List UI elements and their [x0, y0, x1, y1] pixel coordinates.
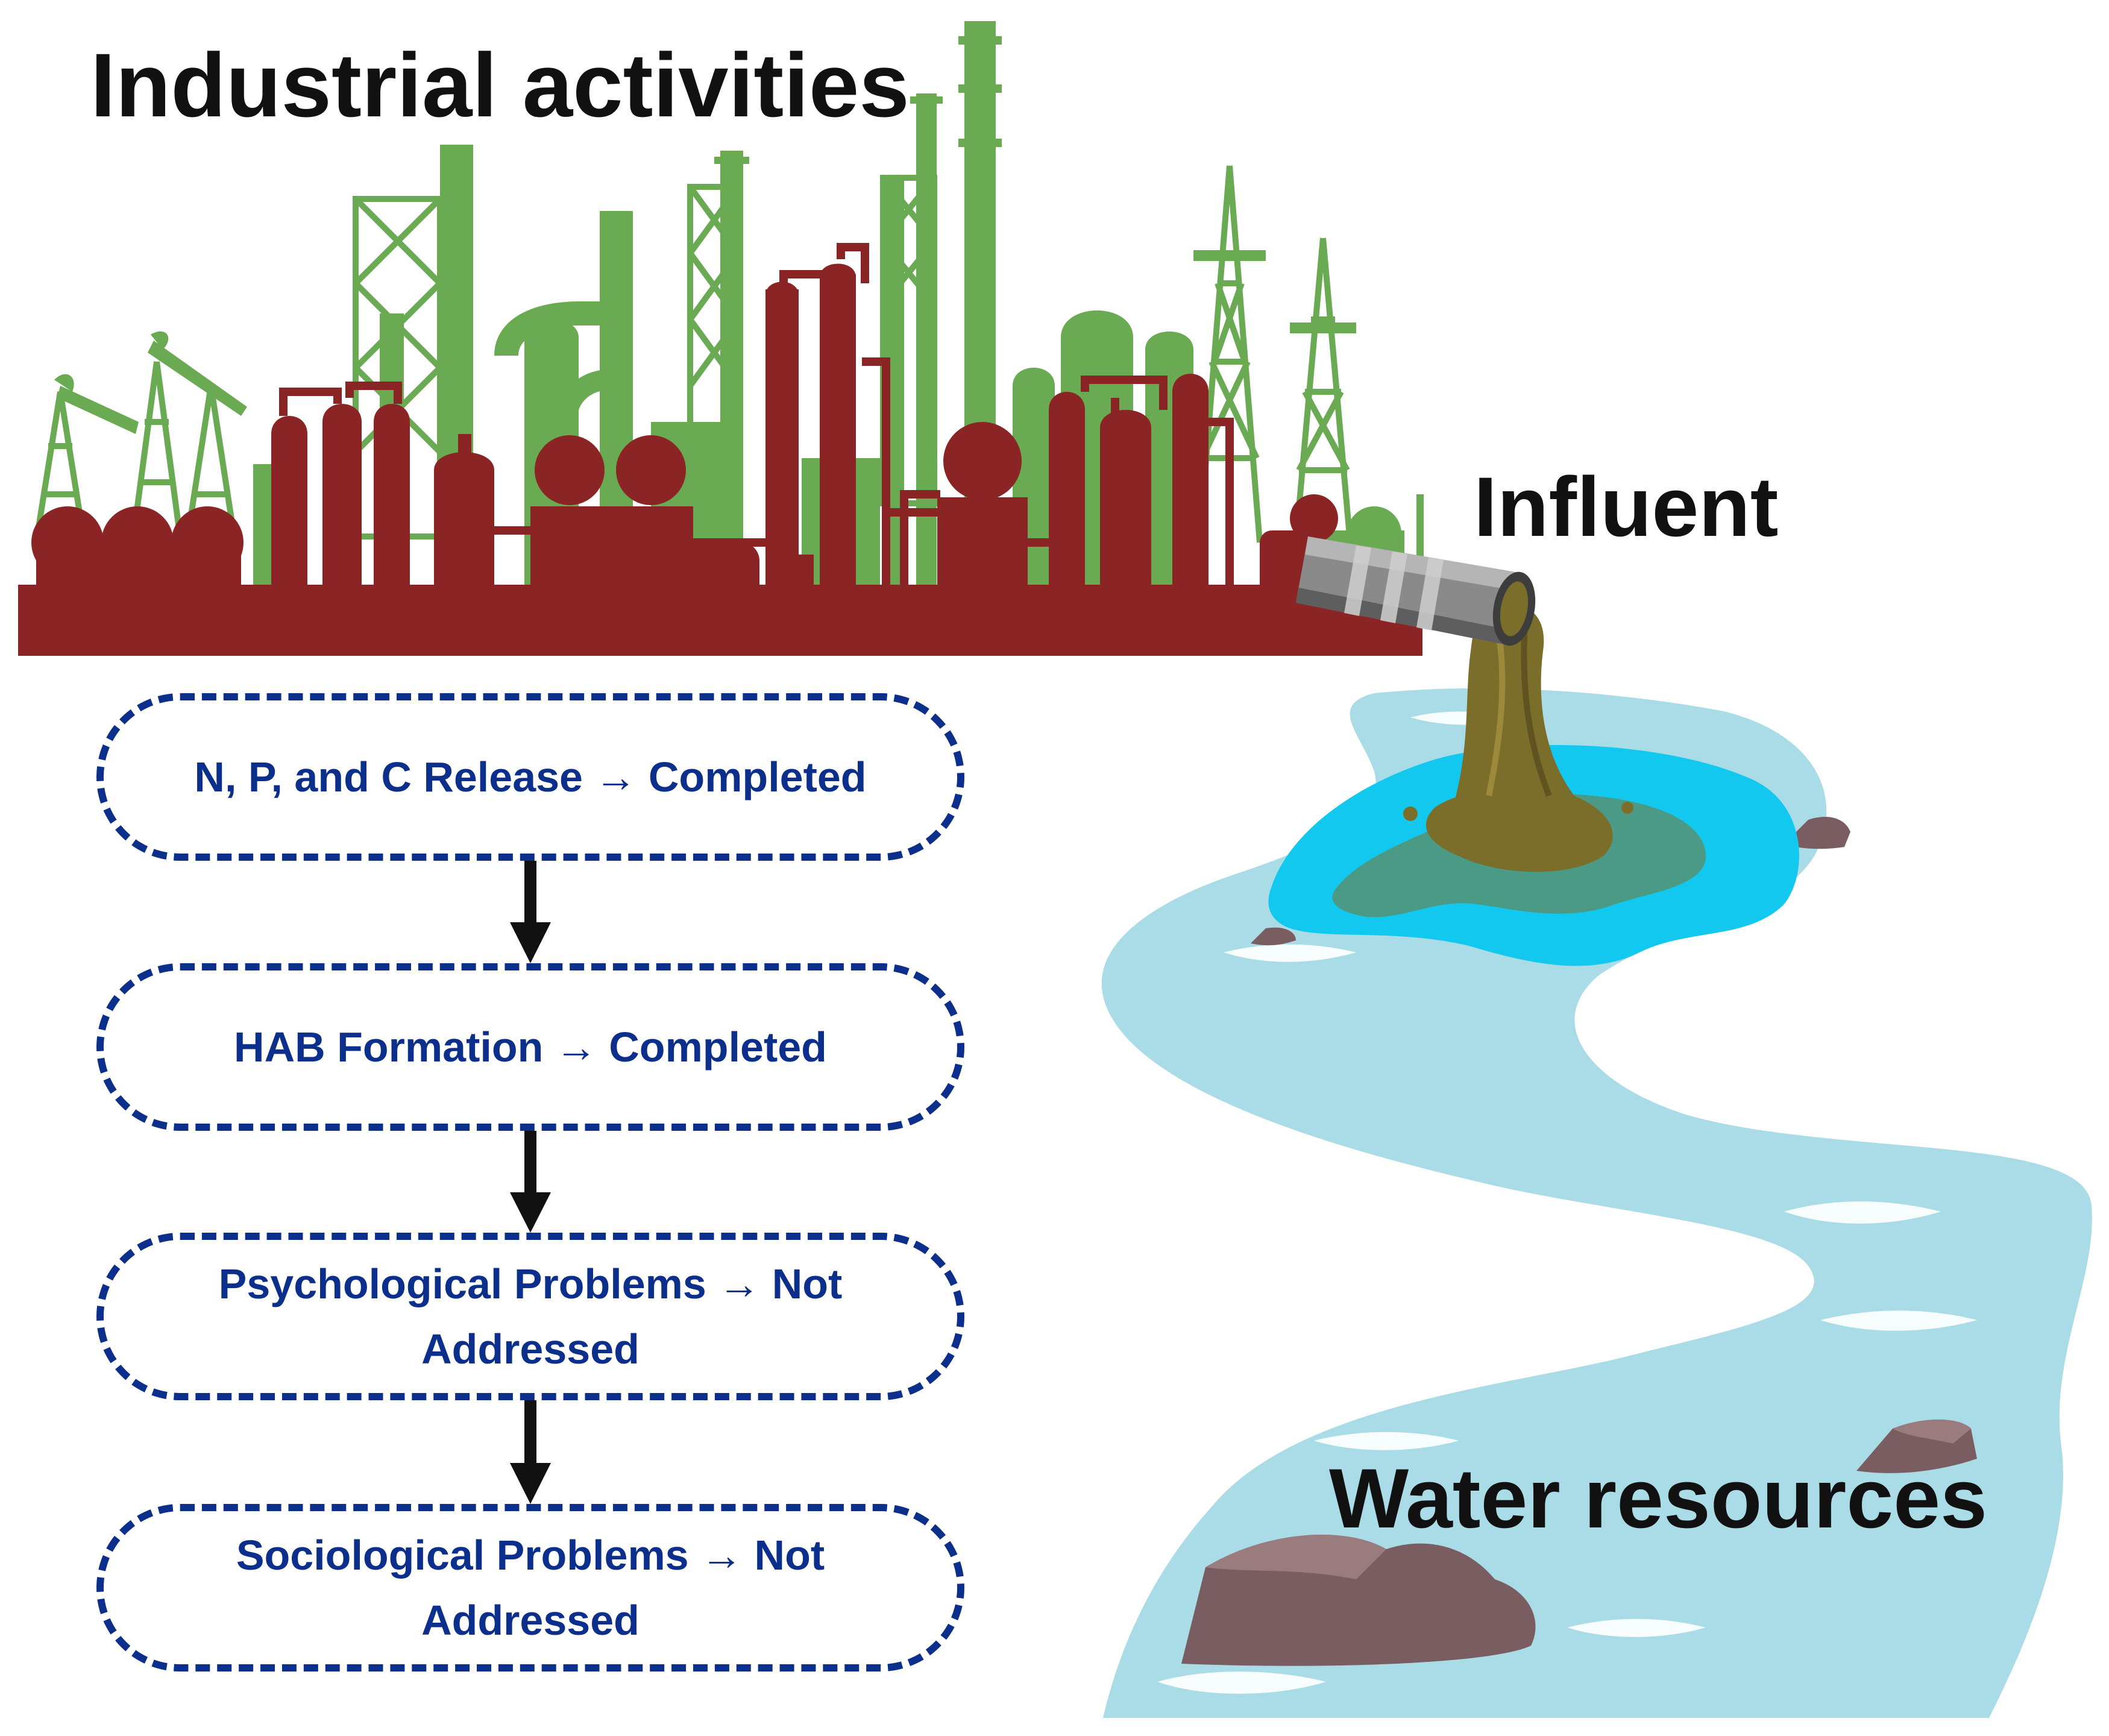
arrow-down-icon	[510, 861, 551, 963]
water-resources-label: Water resources	[1329, 1451, 1987, 1546]
flow-step-text: Sociological Problems → Not Addressed	[236, 1532, 825, 1644]
arrow-down-icon	[510, 1400, 551, 1504]
river-illustration	[1101, 688, 2092, 1718]
water-highlights	[1157, 711, 2007, 1694]
influent-label: Influent	[1474, 459, 1779, 554]
river-body	[1101, 688, 2092, 1718]
arrow-down-icon	[510, 1131, 551, 1233]
discharge-pipe-illustration	[1296, 536, 1536, 646]
flow-step-psychological-problems: Psychological Problems → Not Addressed	[96, 1233, 964, 1400]
factory-foreground	[18, 243, 1422, 656]
flow-step-text: Psychological Problems → Not Addressed	[218, 1260, 843, 1373]
flow-step-sociological-problems: Sociological Problems → Not Addressed	[96, 1504, 964, 1672]
flow-step-hab-formation: HAB Formation → Completed	[96, 963, 964, 1131]
industrial-activities-label: Industrial activities	[90, 34, 910, 136]
rock-icon	[1181, 817, 1977, 1666]
flow-step-text: N, P, and C Release → Completed	[194, 753, 867, 800]
flow-step-nutrient-release: N, P, and C Release → Completed	[96, 693, 964, 861]
flow-step-text: HAB Formation → Completed	[234, 1024, 827, 1071]
effluent-pool	[1268, 601, 1799, 966]
